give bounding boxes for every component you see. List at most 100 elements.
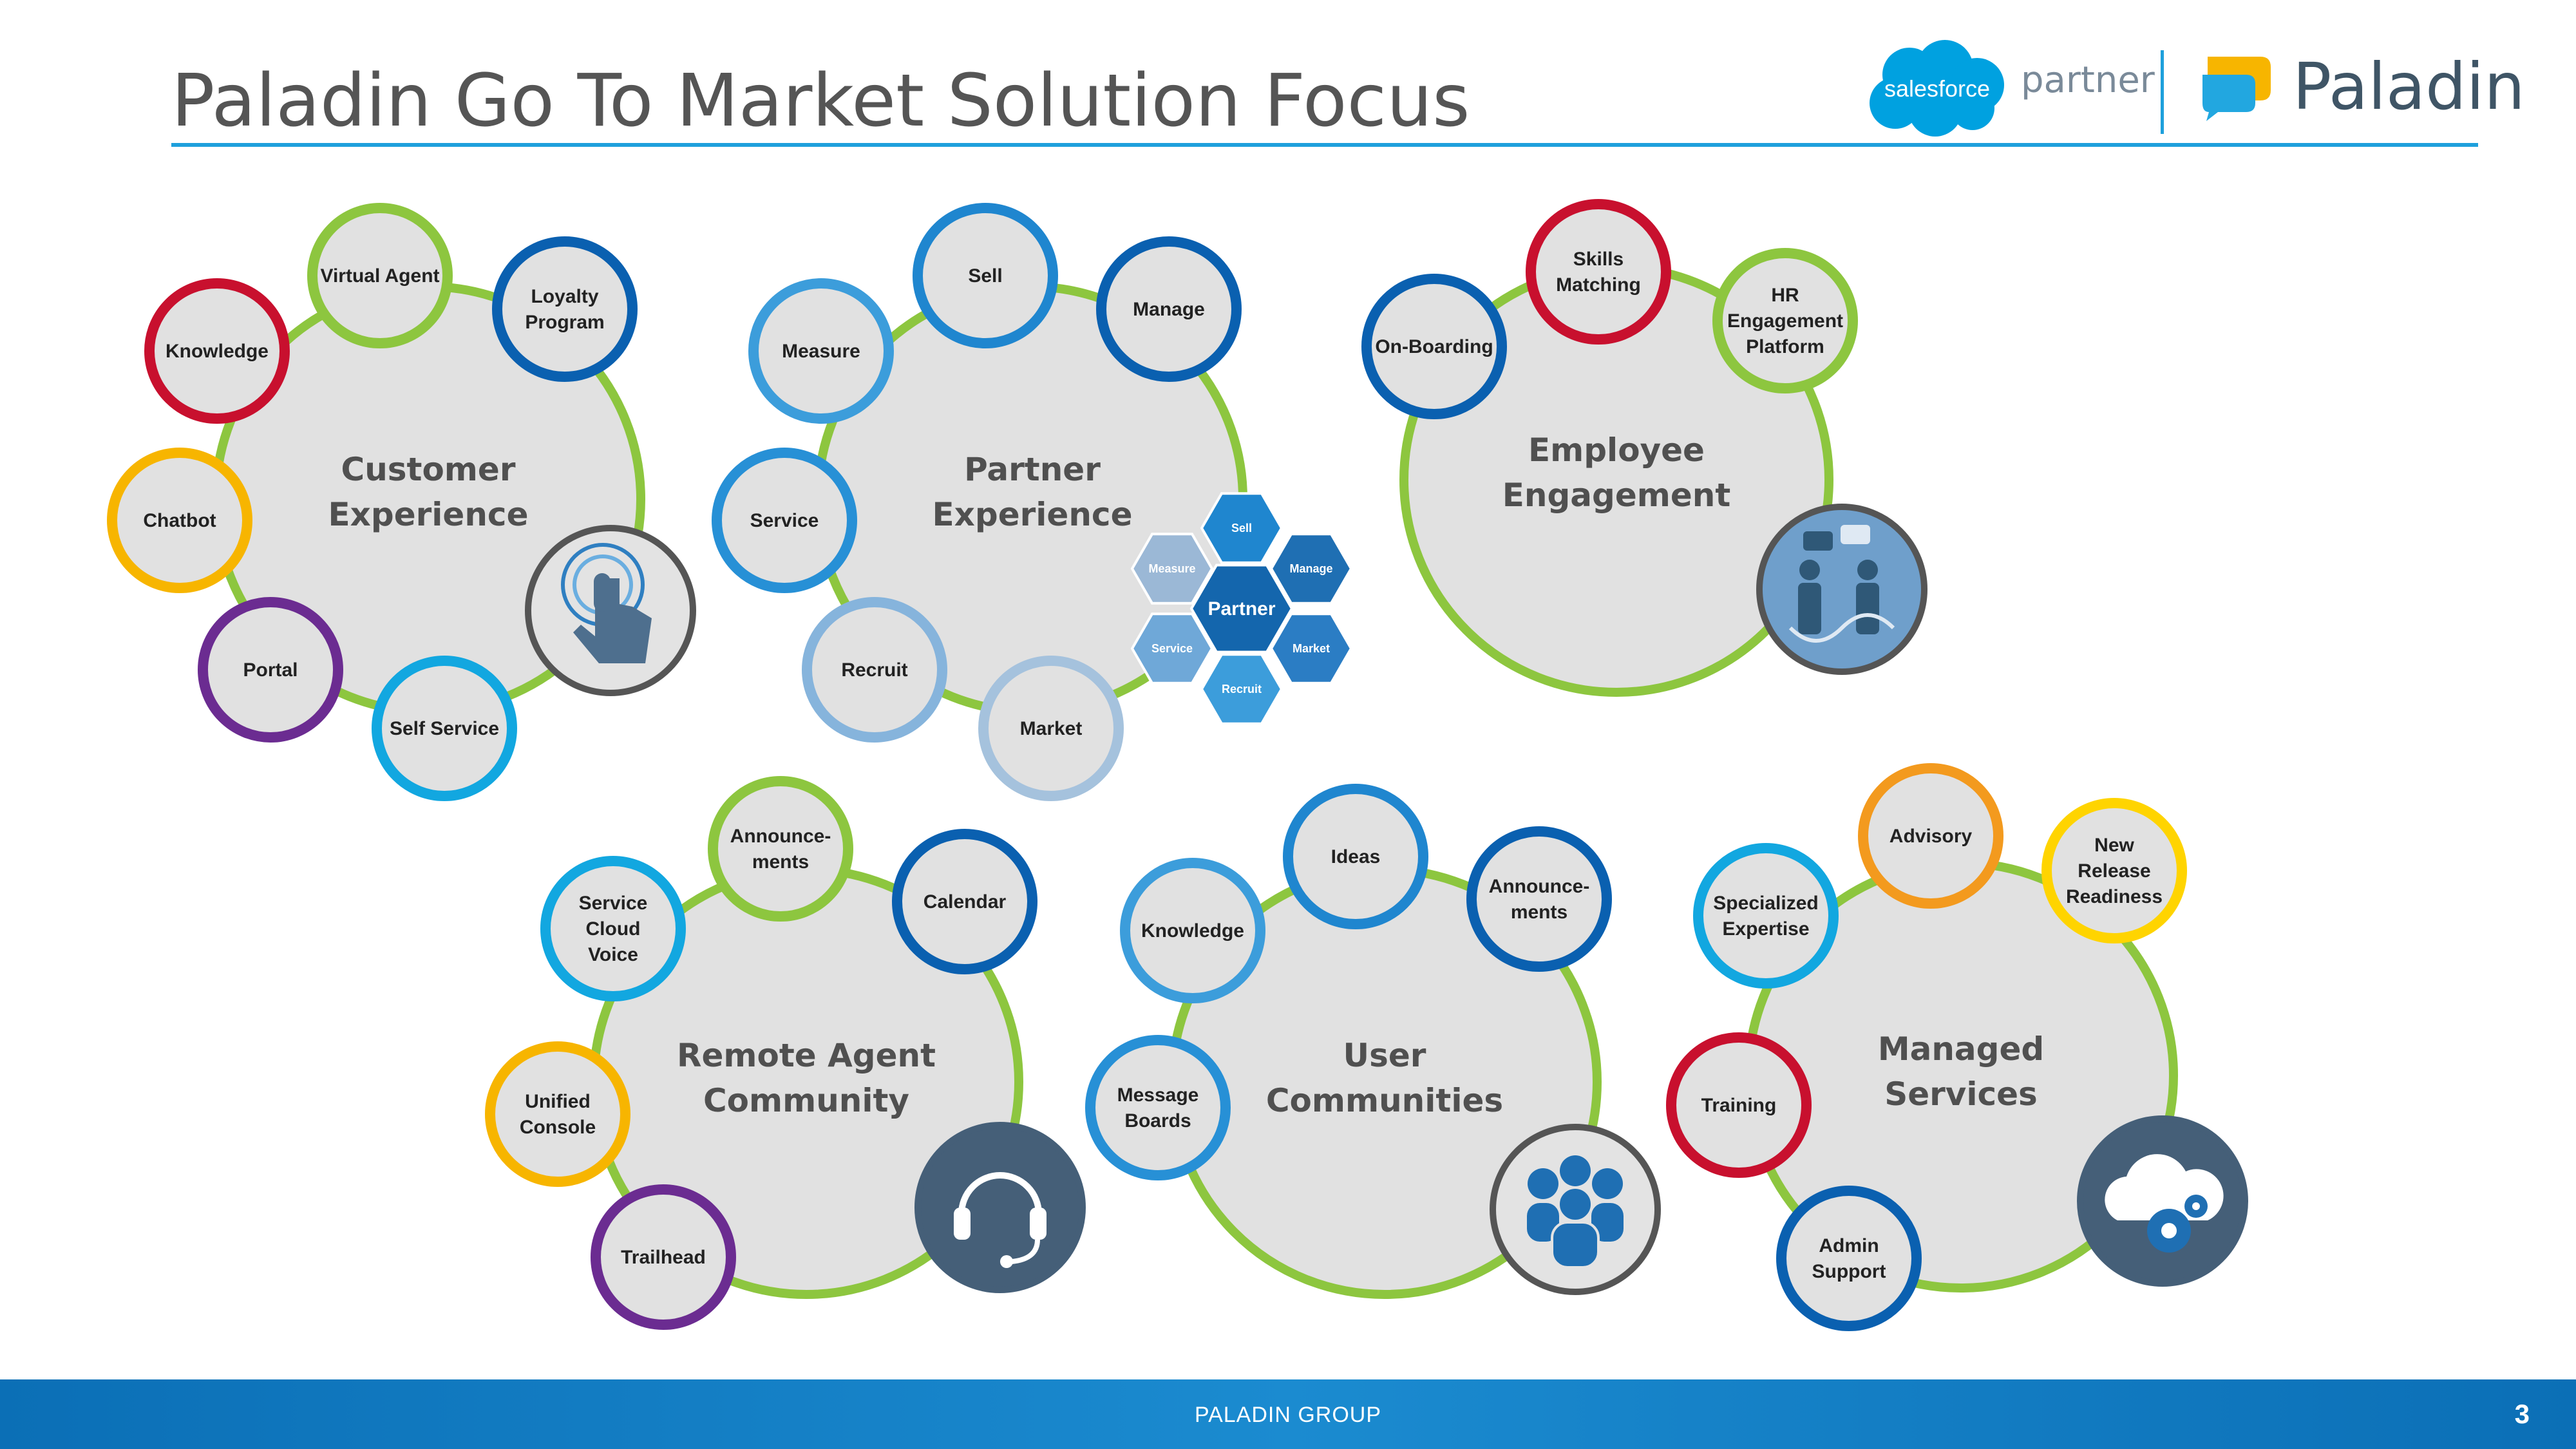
svg-text:Service: Service [1151,642,1193,655]
satellite-manage[interactable]: Manage [1096,236,1242,382]
svg-text:Market: Market [1293,642,1330,655]
paladin-wordmark: Paladin [2293,49,2525,124]
satellite-on-boarding[interactable]: On-Boarding [1361,274,1507,419]
cloud-gear-icon [2077,1115,2248,1287]
satellite-label: Market [1020,718,1083,739]
satellite-announce-ments[interactable]: Announce-ments [1466,826,1612,972]
satellite-ideas[interactable]: Ideas [1283,784,1428,929]
svg-text:Partner: Partner [1208,598,1275,620]
hexagon-segment-sell: Sell [1200,492,1283,564]
hexagon-center: Partner [1189,564,1294,654]
hexagon-segment-market: Market [1269,612,1353,685]
svg-text:Manage: Manage [1289,562,1332,575]
hexagon-segment-measure: Measure [1130,533,1214,605]
satellite-label: Knowledge [166,341,269,362]
logo-divider [2161,50,2164,134]
svg-text:Recruit: Recruit [1222,683,1262,696]
satellite-chatbot[interactable]: Chatbot [107,448,252,593]
slide-title: Paladin Go To Market Solution Focus [171,59,1470,143]
title-underline [171,143,2478,147]
satellite-measure[interactable]: Measure [748,278,894,424]
salesforce-partner-label: partner [2021,59,2155,101]
satellite-knowledge[interactable]: Knowledge [1120,858,1265,1003]
satellite-calendar[interactable]: Calendar [892,829,1037,974]
satellite-self-service[interactable]: Self Service [372,656,517,801]
touch-hand-icon [525,525,696,696]
satellite-recruit[interactable]: Recruit [802,597,947,743]
satellite-label: Chatbot [143,510,216,531]
satellite-label: Calendar [923,891,1007,913]
satellite-sell[interactable]: Sell [913,203,1058,348]
satellite-announce-ments[interactable]: Announce-ments [708,776,853,922]
satellite-label: Training [1701,1095,1777,1116]
satellite-label: Sell [968,265,1002,287]
satellite-label: On-Boarding [1375,336,1493,357]
satellite-market[interactable]: Market [978,656,1124,801]
headset-icon [914,1122,1086,1293]
user-group-icon [1490,1124,1661,1295]
svg-text:Measure: Measure [1148,562,1195,575]
salesforce-cloud-logo: salesforce [1870,40,2004,137]
hexagon-segment-recruit: Recruit [1200,653,1283,725]
paladin-chat-logo-icon [2202,57,2271,121]
satellite-label: Manage [1133,299,1205,320]
footer-bar: PALADIN GROUP 3 [0,1379,2576,1449]
satellite-label: Portal [243,659,298,681]
satellite-label: Announce-ments [730,826,831,873]
satellite-label: Knowledge [1141,920,1244,942]
satellite-label: Service [750,510,819,531]
salesforce-wordmark: salesforce [1884,75,1990,102]
satellite-label: Advisory [1889,826,1973,847]
satellite-trailhead[interactable]: Trailhead [591,1184,736,1330]
people-collaboration-icon [1756,504,1927,675]
satellite-label: Recruit [841,659,907,681]
satellite-label: Ideas [1331,846,1381,867]
satellite-label: Measure [782,341,860,362]
satellite-service[interactable]: Service [712,448,857,593]
footer-company: PALADIN GROUP [1194,1403,1382,1427]
hexagon-segment-manage: Manage [1269,533,1353,605]
page-number: 3 [2514,1399,2530,1429]
satellite-advisory[interactable]: Advisory [1858,763,2003,909]
svg-text:Sell: Sell [1231,522,1252,535]
satellite-knowledge[interactable]: Knowledge [144,278,290,424]
satellite-label: Self Service [390,718,499,739]
satellite-training[interactable]: Training [1666,1032,1812,1178]
satellite-label: Announce-ments [1489,876,1590,923]
hexagon-segment-service: Service [1130,612,1214,685]
satellite-virtual-agent[interactable]: Virtual Agent [307,203,453,348]
satellite-portal[interactable]: Portal [198,597,343,743]
satellite-label: Trailhead [621,1247,706,1268]
